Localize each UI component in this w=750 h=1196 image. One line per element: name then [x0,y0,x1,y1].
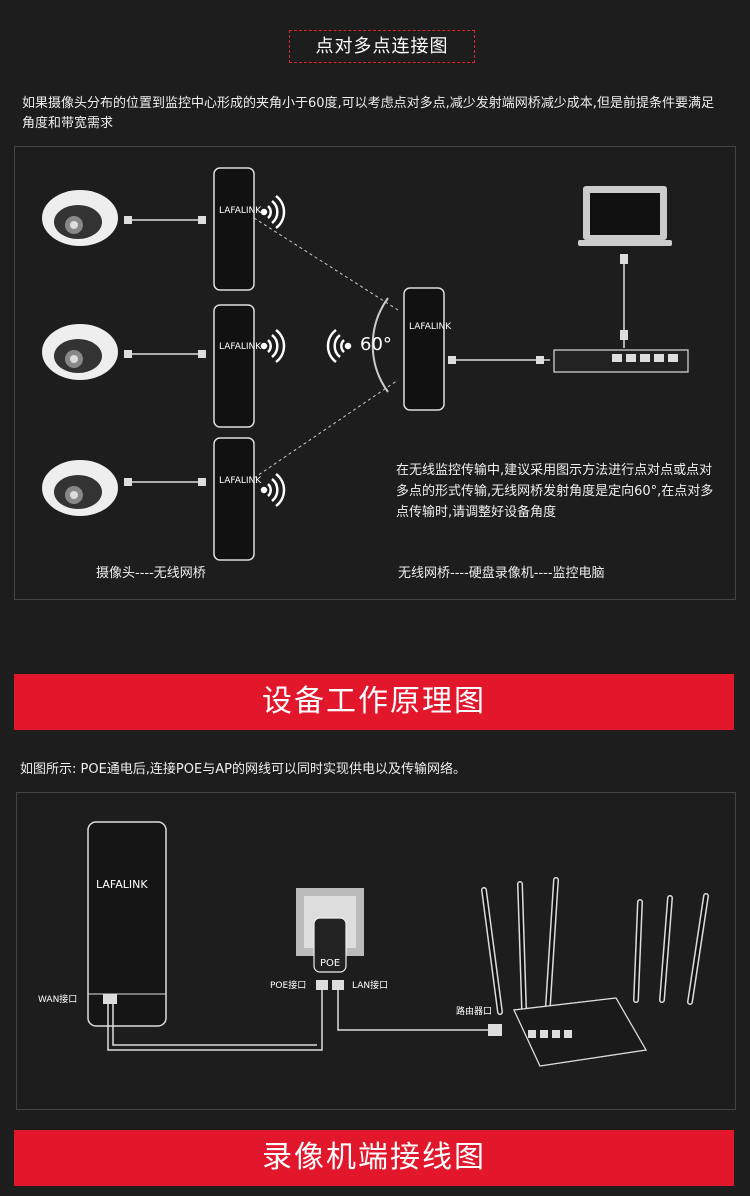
angle-label: 60° [360,334,392,355]
router-label: 路由器口 [456,1007,493,1017]
bridge-3-brand: LAFALINK [219,476,262,486]
ap-brand: LAFALINK [96,878,148,891]
poe-label: POE [320,958,341,969]
transmission-note: 在无线监控传输中,建议采用图示方法进行点对点或点对多点的形式传输,无线网桥发射角… [396,463,714,520]
bridge-1-brand: LAFALINK [219,206,262,216]
working-principle-description: 如图所示: POE通电后,连接POE与AP的网线可以同时实现供电以及传输网络。 [20,762,466,777]
point-to-multipoint-diagram [14,146,736,600]
switch [553,349,689,373]
wifi-signal-icon [260,195,352,507]
camera-1 [42,190,118,246]
wan-label: WAN接口 [38,995,78,1005]
caption-left: 摄像头----无线网桥 [96,566,206,581]
bridge-1 [213,167,255,291]
poe-adapter [296,888,364,990]
intro-text: 如果摄像头分布的位置到监控中心形成的夹角小于60度,可以考虑点对多点,减少发射端… [22,96,714,131]
bridge-center [403,287,445,411]
section-title: 点对多点连接图 [289,30,475,63]
camera-3 [42,460,118,516]
bridge-center-brand: LAFALINK [409,322,452,332]
working-principle-diagram [16,792,736,1110]
outdoor-ap [87,821,167,1027]
bridge-3 [213,437,255,561]
router [481,877,709,1067]
poe-port-label: POE接口 [270,981,307,991]
nvr-wiring-banner: 录像机端接线图 [14,1130,734,1186]
bridge-2-brand: LAFALINK [219,342,262,352]
caption-right: 无线网桥----硬盘录像机----监控电脑 [398,566,605,581]
lan-label: LAN接口 [352,981,389,991]
bridge-2 [213,304,255,428]
working-principle-banner: 设备工作原理图 [14,674,734,730]
camera-2 [42,324,118,380]
monitoring-laptop [578,186,672,246]
